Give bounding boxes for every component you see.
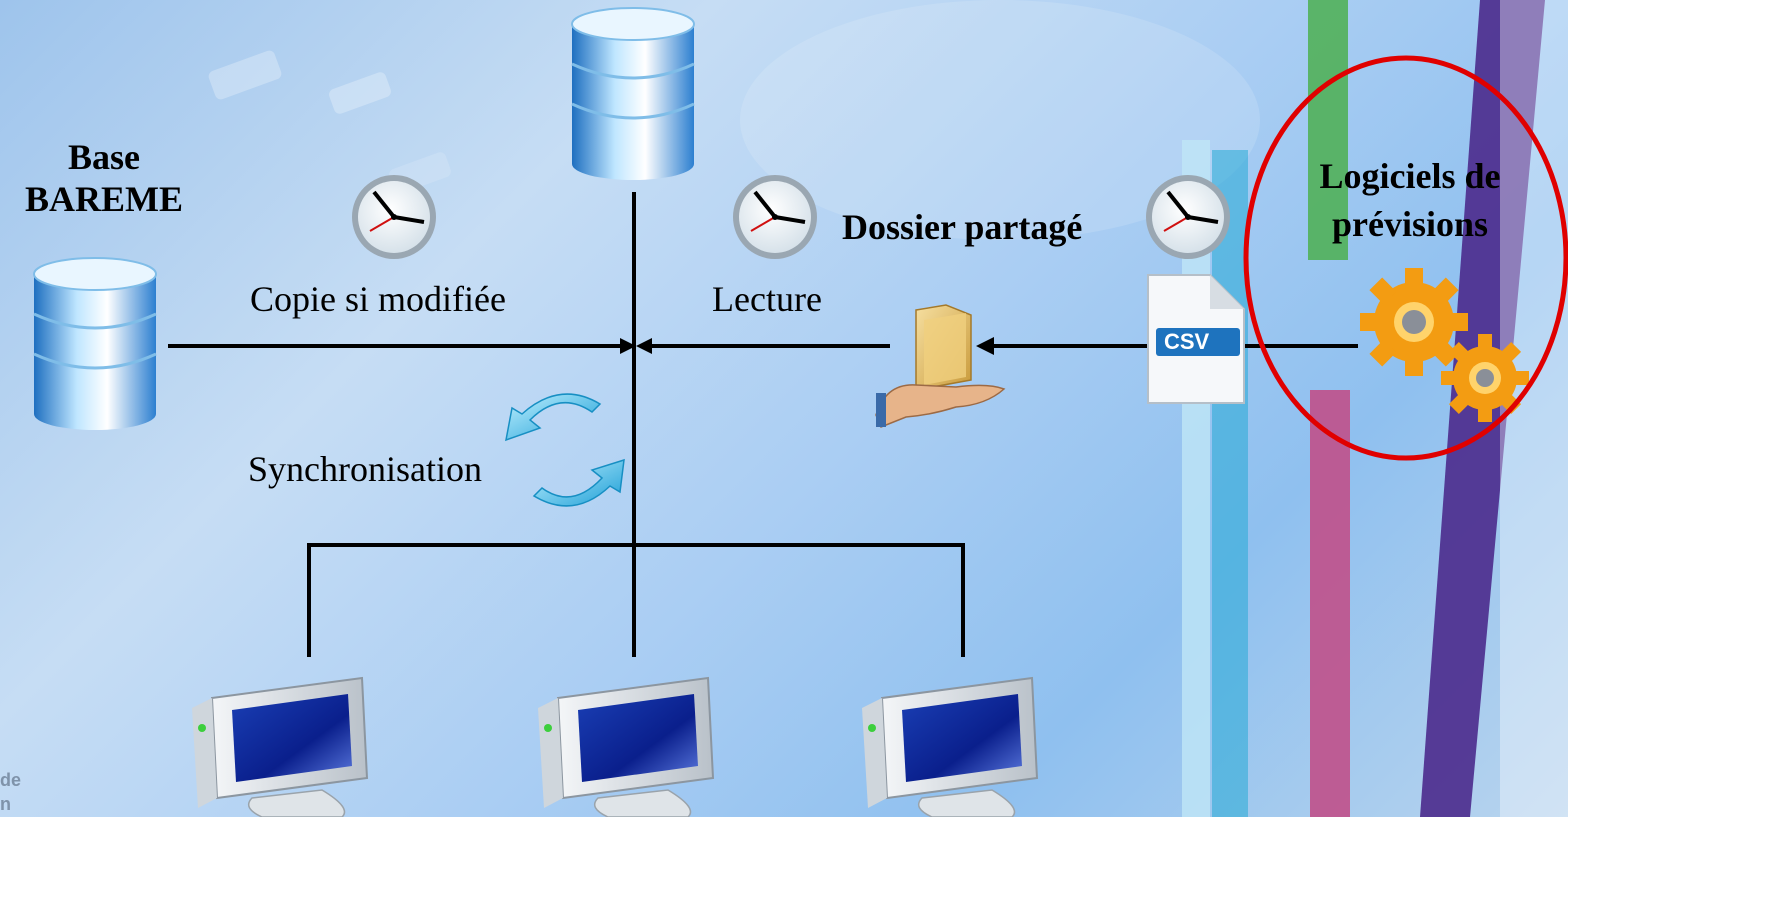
dossier-partage-label: Dossier partagé — [842, 207, 1083, 247]
base-bareme-line1: Base — [68, 137, 140, 177]
gears-icon — [1360, 268, 1529, 422]
footer-text-line2: n — [0, 794, 11, 814]
csv-badge-text: CSV — [1164, 329, 1210, 354]
diagram-canvas: Base BAREME Copie si modifiée Lecture Do… — [0, 0, 1568, 817]
csv-file-icon — [1147, 274, 1245, 404]
monitor-icon-1 — [192, 676, 369, 817]
clock-icon-3 — [1146, 175, 1230, 259]
database-icon-top — [571, 7, 695, 180]
sync-arrows-icon — [505, 393, 625, 507]
clock-icon-2 — [733, 175, 817, 259]
monitor-icon-2 — [538, 676, 715, 817]
clock-icon-1 — [352, 175, 436, 259]
arrowhead-left-folder — [976, 337, 994, 355]
database-icon-left — [33, 257, 157, 430]
base-bareme-label: Base BAREME — [14, 136, 194, 220]
highlight-circle — [1243, 55, 1568, 461]
logiciels-line1: Logiciels de — [1319, 156, 1501, 196]
copie-label: Copie si modifiée — [250, 279, 506, 319]
connection-lines — [168, 192, 1358, 657]
logiciels-line2: prévisions — [1331, 204, 1489, 244]
lecture-label: Lecture — [712, 279, 822, 319]
diagram-graphics — [33, 0, 1568, 817]
folder-hand-icon — [875, 304, 1006, 428]
background-decor — [208, 0, 1260, 240]
arrowheads — [620, 337, 994, 355]
arrowhead-right — [620, 338, 636, 354]
logiciels-label: Logiciels de prévisions — [1290, 152, 1530, 248]
monitor-icon-3 — [862, 676, 1039, 817]
synchronisation-label: Synchronisation — [248, 449, 482, 489]
arrowhead-left — [636, 338, 652, 354]
footer-text-line1: de — [0, 770, 22, 790]
base-bareme-line2: BAREME — [24, 179, 183, 219]
